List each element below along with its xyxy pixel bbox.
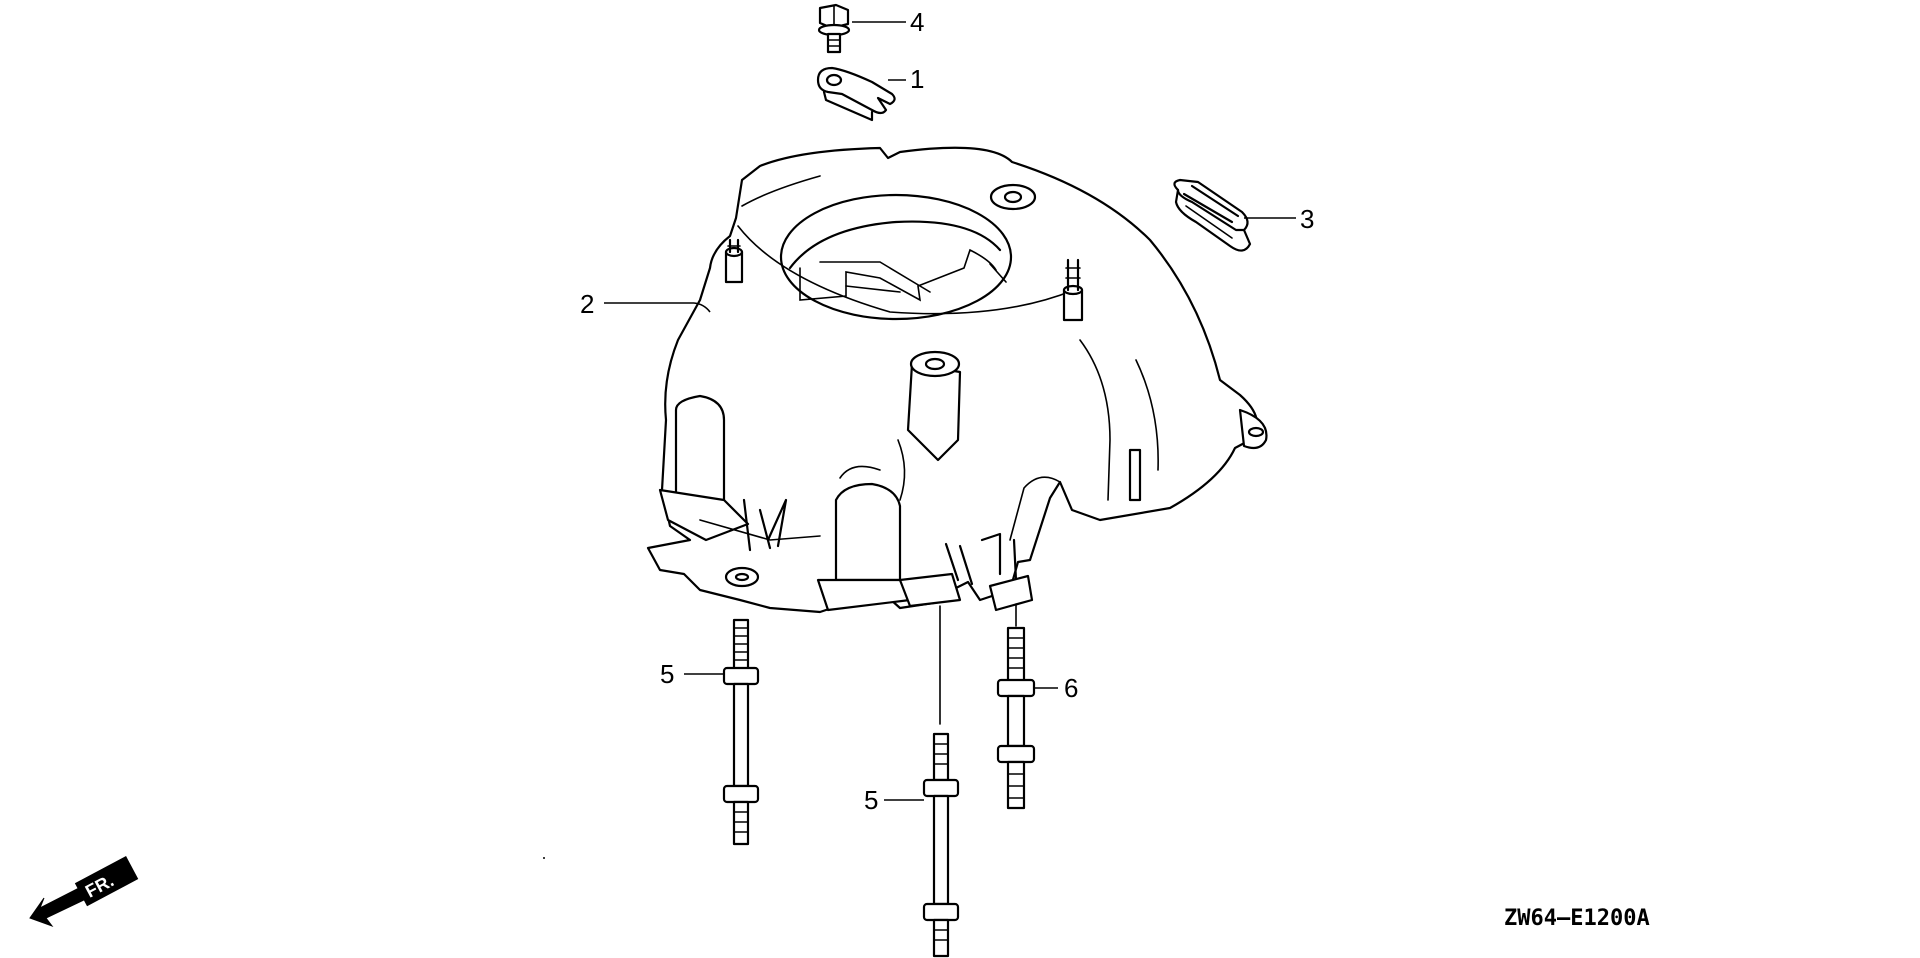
callout-6: 6 bbox=[1064, 673, 1078, 703]
front-direction-arrow-icon: FR. bbox=[29, 856, 139, 928]
drawing-code: ZW64–E1200A bbox=[1504, 906, 1650, 931]
part-6-stud-bolt-right[interactable] bbox=[996, 603, 1036, 810]
part-5-stud-bolt-center[interactable] bbox=[922, 605, 960, 958]
callout-5-left: 5 bbox=[660, 659, 674, 689]
callout-4: 4 bbox=[910, 7, 924, 37]
stray-dot bbox=[543, 857, 545, 859]
part-4-flange-bolt[interactable] bbox=[817, 3, 851, 54]
leader-lines bbox=[604, 21, 1296, 801]
part-2-fan-cover[interactable] bbox=[646, 146, 1268, 614]
part-5-stud-bolt-left[interactable] bbox=[722, 618, 760, 846]
callout-2: 2 bbox=[580, 289, 594, 319]
callout-1: 1 bbox=[910, 64, 924, 94]
part-3-seal-grommet[interactable] bbox=[1173, 178, 1252, 252]
callout-5-center: 5 bbox=[864, 785, 878, 815]
part-1-stay-plate[interactable] bbox=[816, 66, 896, 122]
callout-3: 3 bbox=[1300, 204, 1314, 234]
